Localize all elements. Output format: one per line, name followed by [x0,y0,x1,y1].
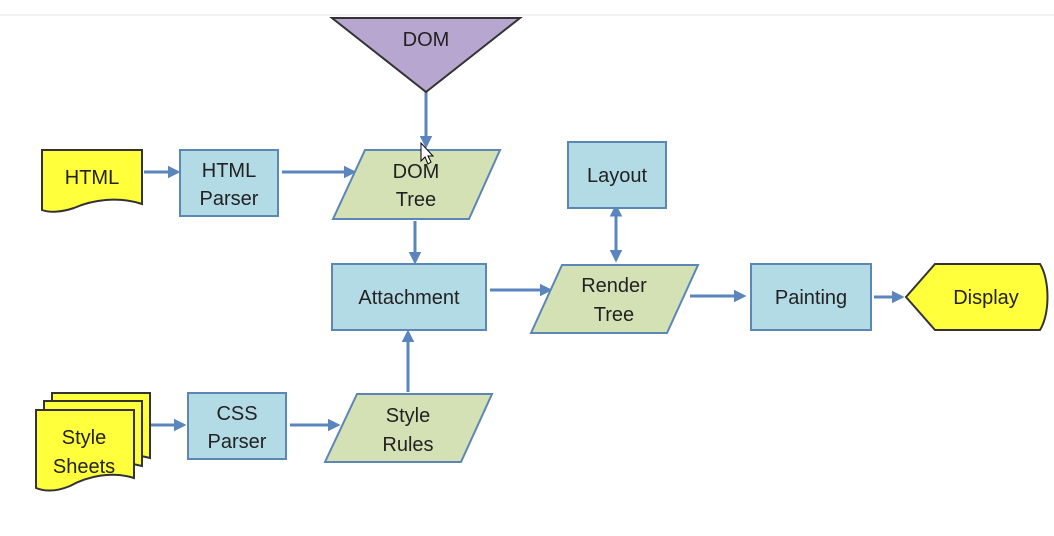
css-parser-label-line2: Parser [208,431,267,453]
render-tree-label-line2: Tree [594,304,634,326]
layout-node: Layout [567,141,667,209]
attachment-label: Attachment [358,287,460,309]
painting-label: Painting [775,287,847,309]
style-sheets-label-line1: Style [62,427,106,449]
style-rules-label-line2: Rules [382,434,433,456]
style-rules-node: Style Rules [323,393,494,463]
top-separator [0,14,1054,16]
dom-merge-node: DOM [329,17,523,94]
html-parser-label-line1: HTML [202,160,256,182]
html-label: HTML [65,167,119,189]
dom-label: DOM [403,29,450,51]
html-document-node: HTML [41,149,143,213]
dom-tree-label-line2: Tree [396,189,436,211]
display-node: Display [904,263,1049,331]
render-tree-label-line1: Render [581,275,647,297]
attachment-node: Attachment [331,263,487,331]
dom-tree-node: DOM Tree [331,149,502,220]
layout-label: Layout [587,165,647,187]
style-sheets-node: Style Sheets [35,392,151,492]
style-sheets-label-line2: Sheets [53,456,115,478]
dom-tree-label-line1: DOM [393,161,440,183]
html-parser-node: HTML Parser [179,149,279,217]
html-parser-label-line2: Parser [200,188,259,210]
painting-node: Painting [750,263,872,331]
mouse-cursor-icon [420,141,435,165]
render-tree-node: Render Tree [529,264,700,334]
css-parser-label-line1: CSS [216,403,257,425]
css-parser-node: CSS Parser [187,392,287,460]
connectors [144,92,905,432]
display-label: Display [953,287,1019,309]
style-rules-label-line1: Style [386,405,430,427]
